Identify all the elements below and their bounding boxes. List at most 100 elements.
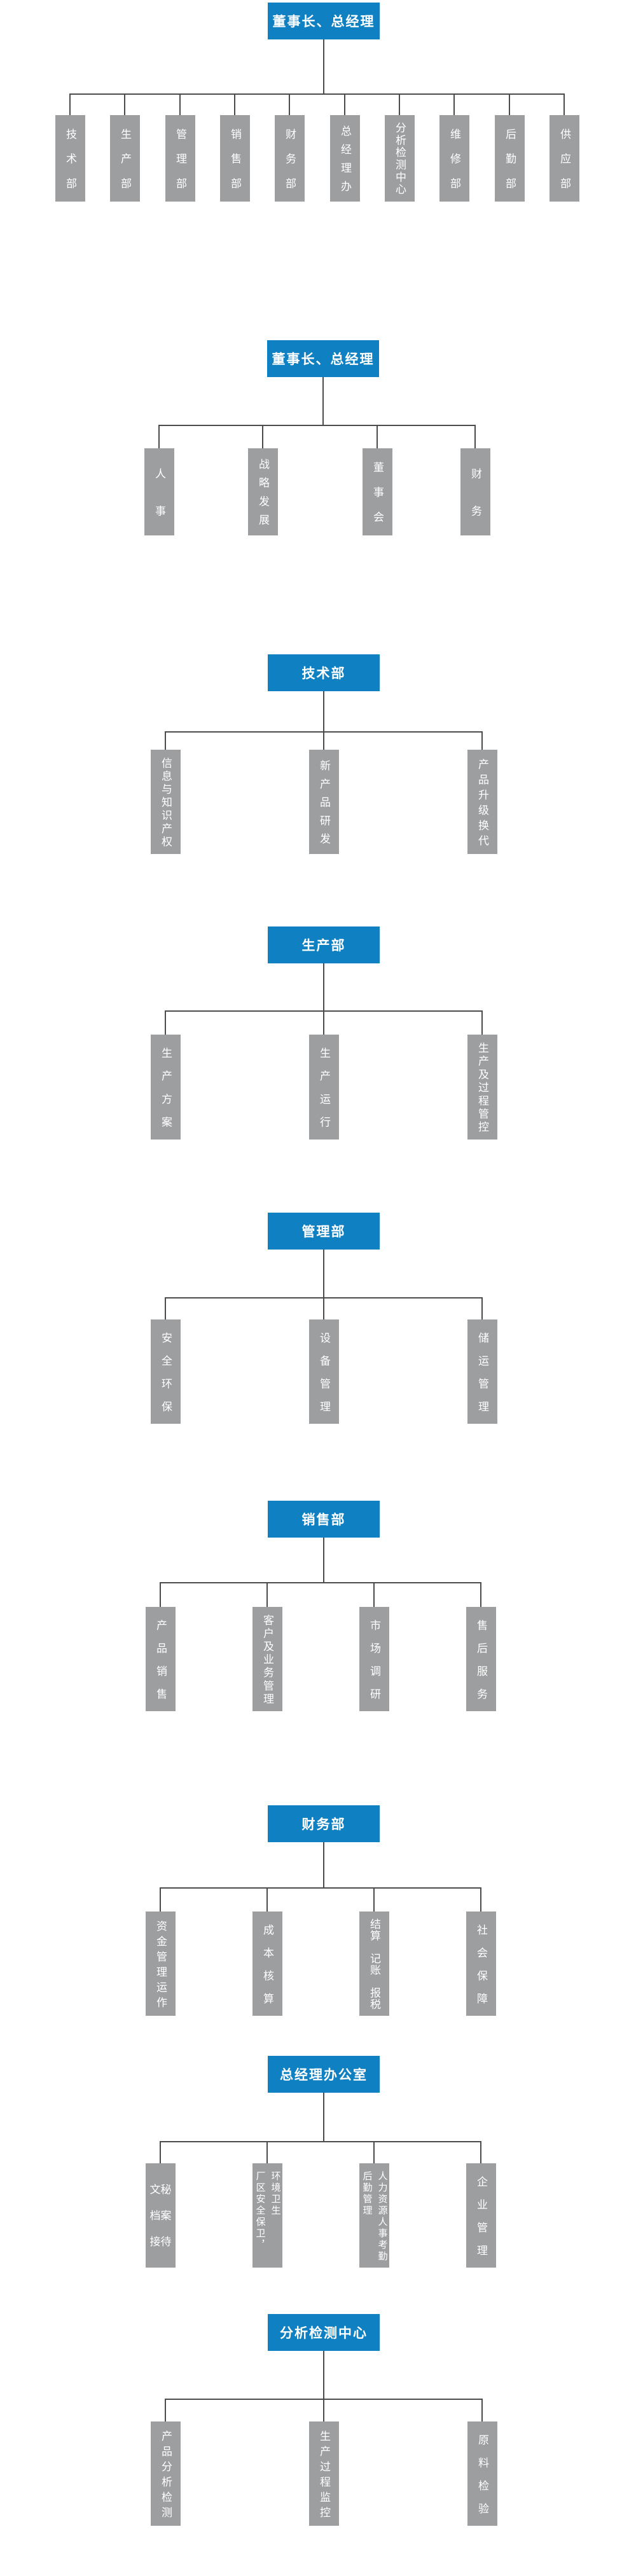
child-box: 新产品研发 (309, 750, 339, 854)
child-box: 售后服务 (466, 1607, 496, 1711)
child-label: 维修部 (448, 128, 460, 202)
root-label: 技术部 (301, 666, 346, 681)
child-label: 社会保障 (475, 1924, 487, 2016)
child-label: 新产品研发 (318, 759, 330, 851)
root-box: 财务部 (268, 1805, 380, 1842)
child-label: 生产过程监控 (318, 2430, 330, 2522)
child-drop-line (124, 93, 125, 115)
children-connector-line (158, 425, 476, 426)
children-connector-line (160, 2141, 481, 2142)
children-connector-line (160, 1887, 481, 1889)
child-drop-line (323, 1297, 324, 1319)
child-drop-line (323, 731, 324, 750)
root-label: 董事长、总经理 (272, 15, 375, 29)
child-label: 分析检测中心 (394, 122, 406, 196)
child-drop-line (165, 1297, 166, 1319)
child-box: 企业管理 (466, 2163, 496, 2268)
child-box: 管理部 (165, 115, 195, 202)
child-label: 安全环保 (160, 1332, 172, 1424)
child-label: 后勤部 (504, 128, 516, 202)
root-box: 生产部 (268, 926, 380, 963)
child-label: 战略发展 (257, 458, 269, 534)
root-stem-line (322, 377, 324, 425)
child-label: 人力资源人事考勤 后勤管理 (361, 2171, 388, 2263)
child-drop-line (373, 1887, 375, 1911)
child-label: 生产方案 (160, 1047, 172, 1140)
child-drop-line (160, 1582, 161, 1607)
children-connector-line (160, 1582, 481, 1583)
child-box: 技术部 (55, 115, 85, 202)
child-box: 资金管理运作 (146, 1911, 176, 2016)
child-drop-line (480, 1582, 481, 1607)
child-box: 人事 (144, 448, 174, 535)
child-label: 人事 (153, 467, 165, 535)
child-box: 销售部 (220, 115, 250, 202)
child-box: 后勤部 (495, 115, 525, 202)
child-drop-line (453, 93, 455, 115)
child-label: 财务 (469, 467, 481, 535)
child-label: 技术部 (64, 128, 76, 202)
child-label: 销售部 (229, 128, 241, 202)
child-label: 环境卫生 厂区安全保卫， (254, 2171, 281, 2251)
child-drop-line (234, 93, 235, 115)
child-drop-line (165, 731, 166, 750)
child-label: 产品升级换代 (476, 758, 488, 850)
child-label: 生产及过程管控 (476, 1042, 488, 1134)
child-drop-line (160, 2141, 161, 2163)
child-label: 信息与知识产权 (160, 757, 172, 849)
root-stem-line (323, 963, 324, 1010)
child-drop-line (160, 1887, 161, 1911)
child-label: 原料检验 (476, 2434, 488, 2526)
child-drop-line (377, 425, 378, 448)
child-box: 产品升级换代 (467, 750, 497, 854)
child-box: 原料检验 (467, 2421, 497, 2526)
child-drop-line (481, 1297, 483, 1319)
child-box: 结算 记账 报税 (359, 1911, 389, 2016)
child-box: 社会保障 (466, 1911, 496, 2016)
child-drop-line (373, 2141, 375, 2163)
root-label: 财务部 (301, 1817, 346, 1832)
child-drop-line (344, 93, 345, 115)
child-box: 维修部 (439, 115, 469, 202)
child-drop-line (373, 1582, 375, 1607)
child-label: 客户及业务管理 (261, 1614, 273, 1706)
child-box: 市场调研 (359, 1607, 389, 1711)
child-box: 生产方案 (151, 1035, 181, 1140)
child-drop-line (563, 93, 565, 115)
child-box: 成本核算 (252, 1911, 282, 2016)
child-drop-line (323, 1010, 324, 1035)
root-stem-line (323, 1842, 324, 1887)
child-drop-line (165, 2399, 166, 2421)
child-drop-line (179, 93, 181, 115)
child-label: 产品销售 (155, 1619, 167, 1711)
root-box: 管理部 (268, 1213, 380, 1250)
child-label: 成本核算 (261, 1924, 273, 2016)
child-box: 人力资源人事考勤 后勤管理 (359, 2163, 389, 2268)
root-stem-line (323, 691, 324, 731)
child-drop-line (480, 2141, 481, 2163)
root-label: 总经理办公室 (280, 2068, 368, 2083)
child-drop-line (480, 1887, 481, 1911)
child-drop-line (266, 1582, 268, 1607)
child-drop-line (266, 2141, 268, 2163)
child-box: 总经理办 (330, 115, 360, 202)
child-drop-line (266, 1887, 268, 1911)
child-drop-line (165, 1010, 166, 1035)
child-drop-line (69, 93, 71, 115)
child-drop-line (481, 731, 483, 750)
child-box: 环境卫生 厂区安全保卫， (252, 2163, 282, 2268)
child-label: 结算 记账 报税 (368, 1918, 380, 2010)
child-box: 生产过程监控 (309, 2421, 339, 2526)
root-label: 董事长、总经理 (272, 352, 375, 367)
child-box: 财务 (460, 448, 490, 535)
child-label: 储运管理 (476, 1332, 488, 1424)
child-box: 分析检测中心 (385, 115, 415, 202)
child-box: 储运管理 (467, 1319, 497, 1424)
root-label: 分析检测中心 (280, 2326, 368, 2341)
root-box: 分析检测中心 (268, 2314, 380, 2351)
child-box: 客户及业务管理 (252, 1607, 282, 1711)
child-label: 总经理办 (339, 125, 351, 199)
root-label: 生产部 (301, 939, 346, 953)
root-label: 管理部 (301, 1225, 346, 1239)
